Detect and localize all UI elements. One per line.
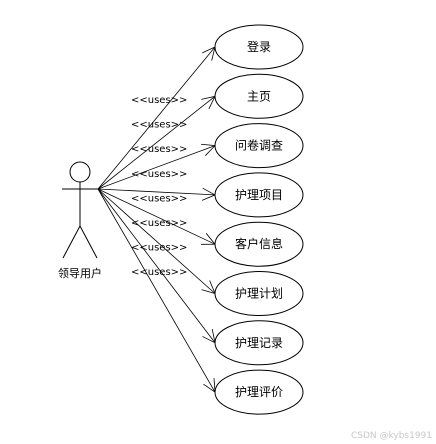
use-case-label: 护理计划 (235, 287, 283, 301)
use-case: 客户信息 (214, 221, 304, 267)
uses-label: <<uses>> (131, 144, 187, 155)
association-links (97, 46, 216, 393)
use-case-ellipse (214, 320, 304, 366)
use-case: 主页 (214, 73, 304, 119)
uses-label: <<uses>> (131, 120, 187, 131)
use-case-label: 护理记录 (235, 336, 283, 350)
use-case-ellipse (214, 271, 304, 316)
use-case-ellipse (214, 369, 304, 415)
use-case-label: 登录 (247, 39, 271, 54)
uses-label: <<uses>> (131, 267, 187, 278)
actor-right-leg (79, 225, 98, 259)
uses-labels: <<uses>> <<uses>> <<uses>> <<uses>> <<uses>>… (131, 95, 187, 278)
association-line (97, 188, 216, 245)
association-line (97, 188, 216, 393)
watermark-text: CSDN @kybs1991 (351, 431, 432, 441)
association-line (97, 188, 216, 196)
actor-left-leg (62, 225, 81, 259)
use-case: 护理评价 (214, 369, 304, 415)
use-case-label: 客户信息 (235, 236, 283, 251)
association-line (97, 188, 216, 294)
use-case-ellipse (214, 24, 304, 70)
use-case-ellipse (214, 221, 304, 267)
use-case-label: 护理项目 (235, 188, 283, 202)
use-case-ellipse (214, 123, 304, 169)
use-case: 护理记录 (214, 320, 304, 366)
use-case: 护理计划 (214, 271, 304, 316)
use-case: 护理项目 (214, 172, 304, 218)
use-case-label: 护理评价 (235, 385, 283, 399)
association-line (97, 95, 216, 190)
actor-head (69, 161, 91, 183)
arrow-head (203, 378, 216, 393)
use-case-ellipse (214, 172, 304, 218)
uses-label: <<uses>> (131, 218, 187, 229)
use-case-ellipse (214, 73, 304, 119)
actor-name: 领导用户 (58, 266, 102, 280)
uses-label: <<uses>> (131, 95, 187, 106)
use-case-label: 主页 (247, 89, 271, 103)
actor: 领导用户 (58, 161, 102, 280)
uses-label: <<uses>> (131, 193, 187, 204)
uses-label: <<uses>> (131, 243, 187, 254)
association-line (97, 46, 216, 190)
uses-label: <<uses>> (131, 169, 187, 180)
use-case: 问卷调查 (214, 123, 304, 169)
use-case: 登录 (214, 24, 304, 70)
use-case-label: 问卷调查 (235, 138, 283, 153)
association-line (97, 188, 216, 344)
association-line (97, 145, 216, 190)
